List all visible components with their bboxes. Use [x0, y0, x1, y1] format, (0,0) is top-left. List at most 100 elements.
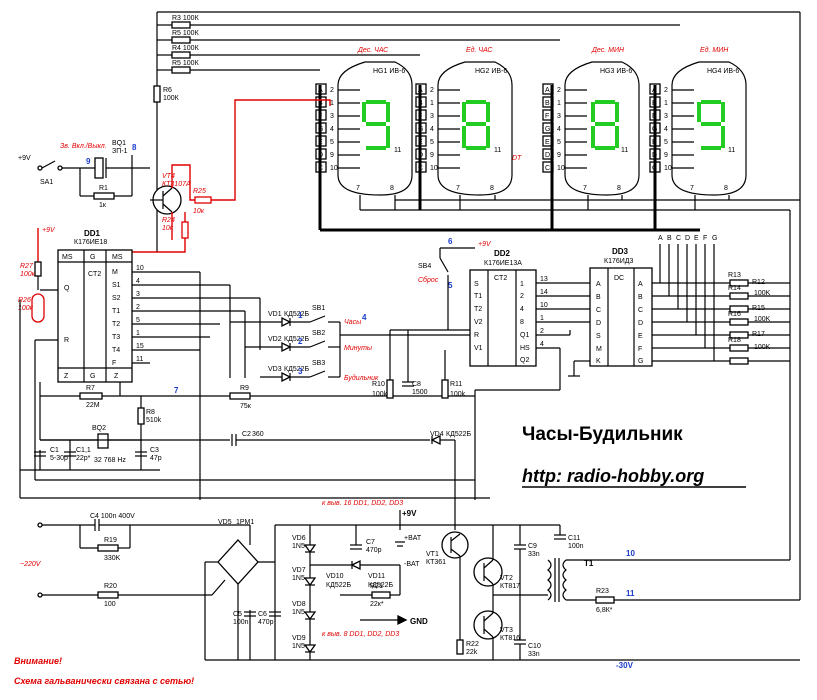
- sb4-label: SB4: [418, 263, 431, 270]
- tube1-ref: HG1 ИВ-6: [373, 68, 405, 75]
- c3-value: 47p: [150, 455, 162, 462]
- tube1-heater-pin: 8: [390, 185, 394, 192]
- dd2-type: К176ИЕ13А: [484, 260, 522, 267]
- seg-c: C: [676, 235, 681, 242]
- dd1-s1: S1: [112, 282, 121, 289]
- node-3: 3: [298, 367, 303, 376]
- dd2-v1: V1: [474, 345, 483, 352]
- vd5-label: VD5: [218, 519, 232, 526]
- sb3-label: SB3: [312, 360, 325, 367]
- r5b-label: R5 100К: [172, 60, 200, 67]
- r3-label: R3 100К: [172, 15, 200, 22]
- node-7: 7: [174, 386, 179, 395]
- vd4-label: VD4: [430, 431, 444, 438]
- tube2-pinnum: 3: [430, 113, 434, 120]
- chasy-label: Часы: [344, 319, 362, 326]
- tube2-pinnum: 9: [430, 152, 434, 159]
- c9-label: C9: [528, 543, 537, 550]
- r24-label: R24: [162, 217, 175, 224]
- tube3-pinnum: 4: [557, 126, 561, 133]
- vt2-label: VT2: [500, 575, 513, 582]
- r9-label: R9: [240, 385, 249, 392]
- seg-g: G: [712, 235, 717, 242]
- r26-r27-group: +9V R27 100к R26 100к: [18, 227, 56, 323]
- dp-label: DT: [512, 155, 522, 162]
- tube-hg1: HG1 ИВ-6: [337, 61, 413, 196]
- vd3-label: VD3: [268, 366, 282, 373]
- tube4-ref: HG4 ИВ-6: [707, 68, 739, 75]
- r27-value: 100к: [20, 271, 36, 278]
- dd3-a-out: A: [638, 281, 643, 288]
- dd3-e-out: E: [638, 333, 643, 340]
- dd1-t3: T3: [112, 334, 120, 341]
- tube3-ref: HG3 ИВ-6: [600, 68, 632, 75]
- r23-label: R23: [596, 588, 609, 595]
- c2-value: 360: [252, 431, 264, 438]
- t1-label: T1: [584, 559, 594, 568]
- seg-b: B: [667, 235, 672, 242]
- r16-label: R16: [728, 311, 741, 318]
- dd1-g2: G: [90, 373, 95, 380]
- dd3-b-out: B: [638, 294, 643, 301]
- vd1-label: VD1: [268, 311, 282, 318]
- node-4: 4: [362, 313, 367, 322]
- tube1-pinnum: 1: [330, 100, 334, 107]
- r9-value: 75к: [240, 403, 252, 410]
- vd8-type: 1N5: [292, 609, 305, 616]
- r22-label: R22: [466, 641, 479, 648]
- vd2-label: VD2: [268, 336, 282, 343]
- dd1-s2: S2: [112, 295, 121, 302]
- dd3-b-in: B: [596, 294, 601, 301]
- dd2-r: R: [474, 332, 479, 339]
- tube4-pinnum: 2: [664, 87, 668, 94]
- tube-hg4: HG4 ИВ-6: [671, 61, 747, 196]
- vd6-label: VD6: [292, 535, 306, 542]
- dd3-d-out: D: [638, 320, 643, 327]
- c11b-label: C11: [568, 535, 580, 542]
- tube3-pinnum: 9: [557, 152, 561, 159]
- dd1-f: F: [112, 360, 116, 367]
- dd2-pin-2: 2: [540, 328, 544, 335]
- tube2-pinnum: 2: [430, 87, 434, 94]
- tube1-heater-pin: 7: [356, 185, 360, 192]
- tube3-heater-pin: 8: [617, 185, 621, 192]
- c5-label: C5: [233, 611, 242, 618]
- digit-9-hg4: [697, 100, 725, 150]
- tube4-pinnum: 3: [664, 113, 668, 120]
- dd3-f-out: F: [638, 346, 642, 353]
- node-10: 10: [626, 549, 635, 558]
- c11b-value: 100n: [568, 543, 584, 550]
- tube-hg3: HG3 ИВ-6: [564, 61, 640, 196]
- c4-label: C4 100n 400V: [90, 513, 135, 520]
- tube4-heater-pin: 7: [690, 185, 694, 192]
- node-2: 2: [298, 337, 303, 346]
- r10-label: R10: [372, 381, 385, 388]
- gnd-label: GND: [410, 617, 428, 626]
- r1-label: R1: [99, 185, 108, 192]
- c10-label: C10: [528, 643, 541, 650]
- r22-value: 22k: [466, 649, 478, 656]
- warning-title: Внимание!: [14, 656, 62, 666]
- tube2-pinnum: 4: [430, 126, 434, 133]
- vd9-type: 1N5: [292, 643, 305, 650]
- output-stage: VT1 КТ361 VT2 КТ817 VT3 КТ816 R22 22k C9…: [426, 524, 800, 670]
- dd3-k-in: K: [596, 358, 601, 365]
- tube1-pinnum: 5: [330, 139, 334, 146]
- dd2-pin-4: 4: [540, 341, 544, 348]
- pin-2: 2: [136, 304, 140, 311]
- tube2-pinnum: 5: [430, 139, 434, 146]
- tube4-pinnum: 5: [664, 139, 668, 146]
- tube1-pinnum: 2: [330, 87, 334, 94]
- tube1-pinnum: 3: [330, 113, 334, 120]
- vd8-label: VD8: [292, 601, 306, 608]
- r21-label: R21: [370, 583, 383, 590]
- c6-label: C6: [258, 611, 267, 618]
- pin8-note: к выв. 8 DD1, DD2, DD3: [322, 631, 399, 638]
- pin16-note: к выв. 16 DD1, DD2, DD3: [322, 500, 403, 507]
- vd11-label: VD11: [368, 573, 385, 580]
- tube3-pin-b: B: [545, 100, 550, 107]
- tube3-pin-g: G: [545, 126, 550, 133]
- tube3-grid-pin: 11: [621, 147, 628, 154]
- r8-label: R8: [146, 409, 155, 416]
- vd7-type: 1N5: [292, 575, 305, 582]
